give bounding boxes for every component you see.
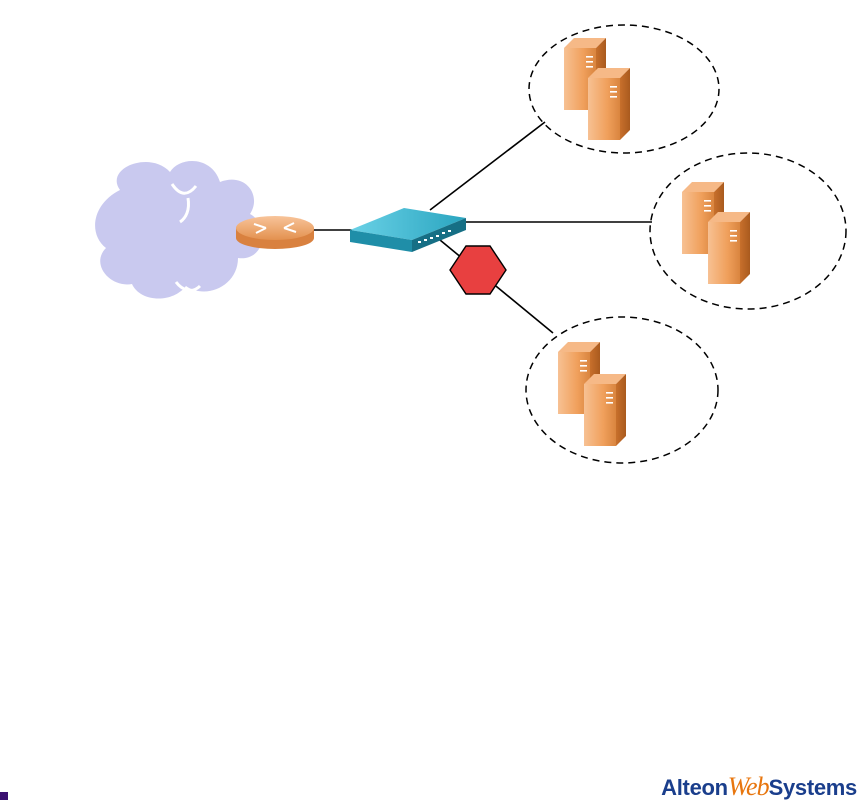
server-group-2 xyxy=(650,153,846,309)
server-pair-icon xyxy=(558,342,626,446)
router-icon xyxy=(236,216,314,249)
server-group-1 xyxy=(529,25,719,153)
switch-icon xyxy=(350,208,466,252)
logo-part-web: Web xyxy=(728,772,769,802)
logo-part-systems: Systems xyxy=(769,775,857,801)
server-pair-icon xyxy=(682,182,750,284)
footer-square-mark xyxy=(0,792,8,800)
server-pair-icon xyxy=(564,38,630,140)
server-group-3 xyxy=(526,317,718,463)
edge-switch-group-1 xyxy=(430,122,545,210)
edge-switch-group-3 xyxy=(440,240,553,333)
alteon-websystems-logo: Alteon Web Systems xyxy=(661,772,857,806)
logo-part-alteon: Alteon xyxy=(661,775,728,801)
